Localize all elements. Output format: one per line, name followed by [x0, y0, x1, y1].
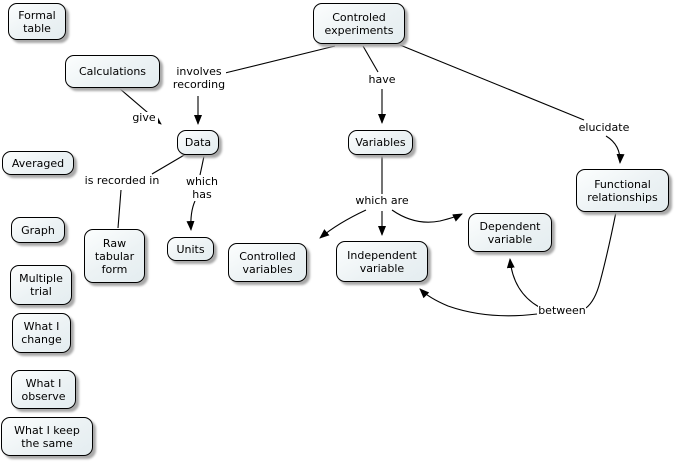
edge-experiments-to-elucidate: [399, 44, 585, 121]
edge-between-to-independent-variable: [419, 288, 538, 317]
edge-which-are-to-controlled-variables: [319, 209, 367, 239]
edge-which-are-to-dependent-variable: [391, 209, 463, 223]
node-what-i-keep-the-same[interactable]: What I keep the same: [1, 417, 93, 456]
edge-experiments-to-involves-recording: [224, 45, 336, 74]
edge-data-to-is-recorded-in: [151, 153, 187, 175]
edge-is-recorded-in-to-raw-tabular-form: [117, 189, 122, 229]
node-variables[interactable]: Variables: [348, 130, 413, 155]
node-units[interactable]: Units: [167, 237, 214, 261]
link-label-have[interactable]: have: [367, 73, 397, 87]
node-formal-table[interactable]: Formal table: [8, 3, 66, 40]
node-independent-variable[interactable]: Independent variable: [336, 241, 428, 282]
edge-between-to-dependent-variable: [506, 258, 540, 308]
node-what-i-change[interactable]: What I change: [12, 313, 71, 353]
link-label-elucidate[interactable]: elucidate: [578, 121, 630, 135]
node-dependent-variable[interactable]: Dependent variable: [468, 213, 552, 252]
node-averaged[interactable]: Averaged: [2, 151, 74, 175]
link-label-give[interactable]: give: [130, 111, 158, 125]
node-controlled-variables[interactable]: Controlled variables: [228, 243, 307, 282]
link-label-between[interactable]: between: [538, 304, 586, 318]
node-functional-relationships[interactable]: Functional relationships: [576, 169, 669, 212]
link-label-involves-recording[interactable]: involves recording: [172, 65, 226, 91]
node-multiple-trial[interactable]: Multiple trial: [10, 265, 72, 305]
edge-functional-relationships-to-between: [585, 211, 617, 309]
link-label-which-are[interactable]: which are: [355, 194, 409, 208]
node-raw-tabular-form[interactable]: Raw tabular form: [84, 229, 145, 283]
link-label-is-recorded-in[interactable]: is recorded in: [79, 174, 165, 188]
edge-which-has-to-units: [186, 200, 196, 231]
edge-elucidate-to-functional-relationships: [605, 135, 625, 164]
node-calculations[interactable]: Calculations: [65, 55, 160, 88]
node-graph[interactable]: Graph: [11, 217, 65, 243]
edge-data-to-which-has: [199, 155, 205, 176]
node-data[interactable]: Data: [177, 130, 219, 155]
node-controled-experiments[interactable]: Controled experiments: [313, 3, 405, 44]
link-label-which-has[interactable]: which has: [184, 175, 220, 201]
node-what-i-observe[interactable]: What I observe: [11, 370, 76, 409]
edge-experiments-to-have: [362, 45, 379, 73]
